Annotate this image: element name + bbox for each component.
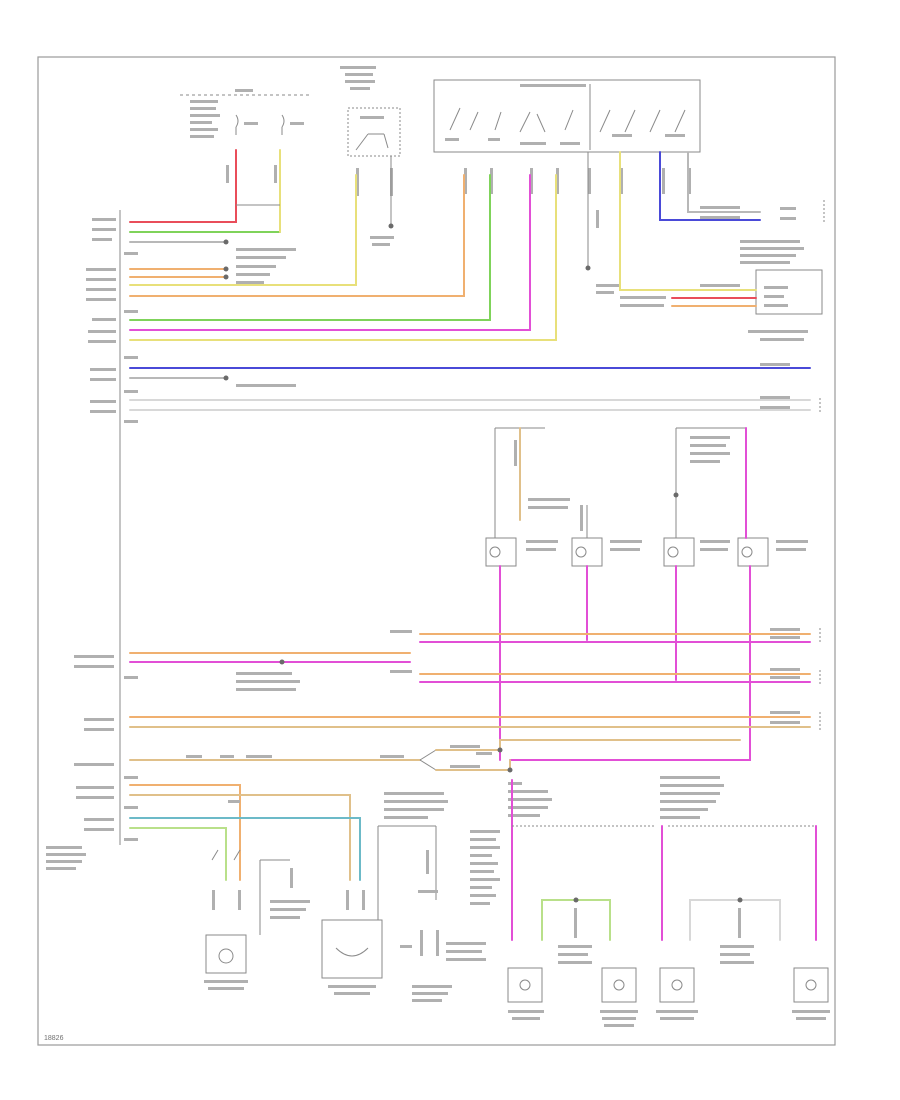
diagram-id: 18826 xyxy=(44,1035,64,1042)
fuse-icon xyxy=(281,114,285,135)
lamp-icon xyxy=(667,546,679,558)
switch-icon xyxy=(449,107,574,133)
lamp-icon xyxy=(218,948,234,964)
lamp-icon xyxy=(741,546,753,558)
headlamp-switch-module xyxy=(433,79,701,294)
lamp-icon xyxy=(519,979,531,991)
lamp-icon xyxy=(489,546,501,558)
lamp-icon xyxy=(805,979,817,991)
right-side-module xyxy=(740,240,823,341)
body-control-module-connector xyxy=(46,210,138,870)
lamp-icon xyxy=(575,546,587,558)
diagram-border xyxy=(37,56,836,1046)
relay-module xyxy=(340,66,401,246)
lamp-icon xyxy=(335,947,369,957)
lamp-icon xyxy=(671,979,683,991)
fuse-panel-feeds xyxy=(180,89,310,183)
switch-icon xyxy=(355,133,389,151)
lamp-icon xyxy=(613,979,625,991)
lamp-assemblies-lower xyxy=(204,776,830,1027)
fuse-icon xyxy=(235,114,239,135)
lamp-assemblies-upper xyxy=(485,427,808,567)
switch-icon xyxy=(599,109,686,133)
